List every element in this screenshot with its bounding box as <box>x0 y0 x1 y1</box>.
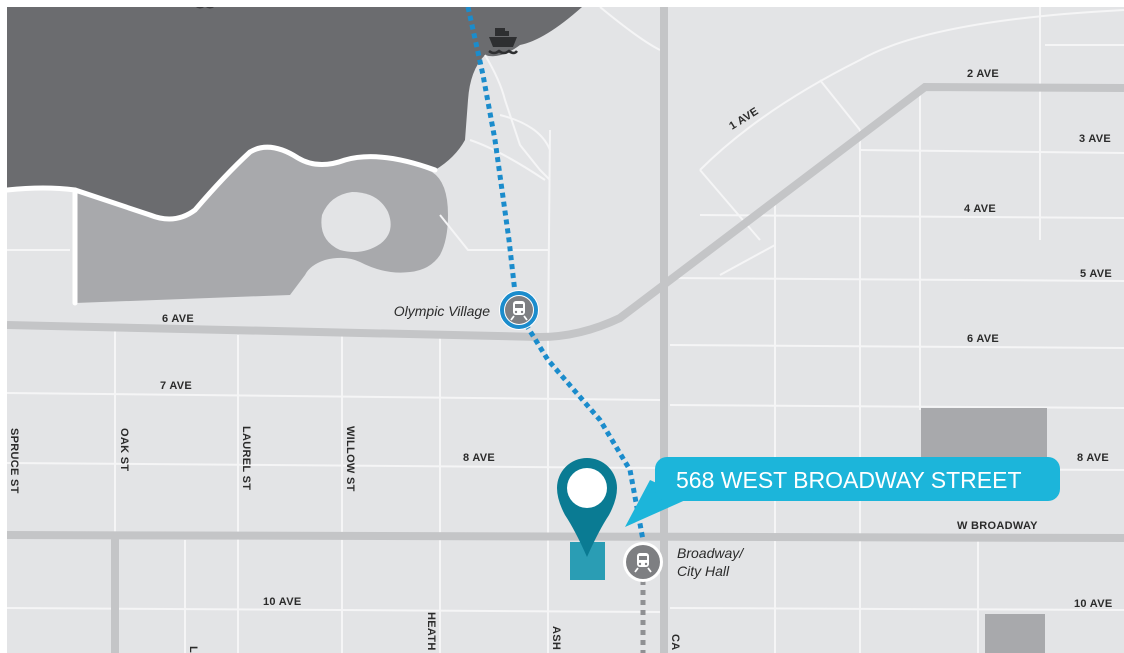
building-block-south <box>985 614 1045 653</box>
major-streets <box>7 7 1124 653</box>
label-8-ave-east: 8 AVE <box>1077 452 1109 464</box>
label-l-st: L <box>187 646 199 653</box>
label-cambie-st: CA <box>669 634 681 651</box>
ferry-icon-water <box>195 7 215 9</box>
station-olympic-village[interactable] <box>499 290 539 330</box>
label-heather-st: HEATH <box>425 612 437 651</box>
park-inner-land <box>321 192 391 252</box>
label-olympic-village: Olympic Village <box>394 303 490 319</box>
label-oak-st: OAK ST <box>118 428 130 471</box>
label-8-ave-west: 8 AVE <box>463 452 495 464</box>
label-broadway-line1: Broadway/ <box>677 545 745 561</box>
shoreline-streets <box>7 144 438 306</box>
train-icon <box>510 301 528 321</box>
label-willow-st: WILLOW ST <box>344 426 356 492</box>
park-area <box>75 147 448 303</box>
label-3-ave: 3 AVE <box>1079 133 1111 145</box>
label-6-ave-west: 6 AVE <box>162 313 194 325</box>
label-broadway-line2: City Hall <box>677 563 730 579</box>
map-pin-icon[interactable] <box>557 458 617 557</box>
train-icon <box>634 553 652 573</box>
callout-address: 568 WEST BROADWAY STREET <box>676 467 1022 493</box>
station-broadway-city-hall[interactable] <box>623 542 663 582</box>
label-ash-st: ASH <box>550 626 562 650</box>
ferry-icon[interactable] <box>488 28 518 55</box>
label-2-ave: 2 AVE <box>967 68 999 80</box>
label-7-ave: 7 AVE <box>160 380 192 392</box>
label-w-broadway: W BROADWAY <box>957 520 1038 532</box>
label-spruce-st: SPRUCE ST <box>8 428 20 494</box>
label-5-ave: 5 AVE <box>1080 268 1112 280</box>
map-svg: 568 WEST BROADWAY STREET Olympic Village… <box>7 7 1124 653</box>
address-callout[interactable]: 568 WEST BROADWAY STREET <box>625 457 1060 527</box>
label-10-ave-east: 10 AVE <box>1074 598 1113 610</box>
map-canvas[interactable]: 568 WEST BROADWAY STREET Olympic Village… <box>7 7 1124 653</box>
label-10-ave-west: 10 AVE <box>263 596 302 608</box>
label-laurel-st: LAUREL ST <box>240 426 252 490</box>
label-6-ave-east: 6 AVE <box>967 333 999 345</box>
label-4-ave: 4 AVE <box>964 203 996 215</box>
water-false-creek <box>7 7 582 221</box>
